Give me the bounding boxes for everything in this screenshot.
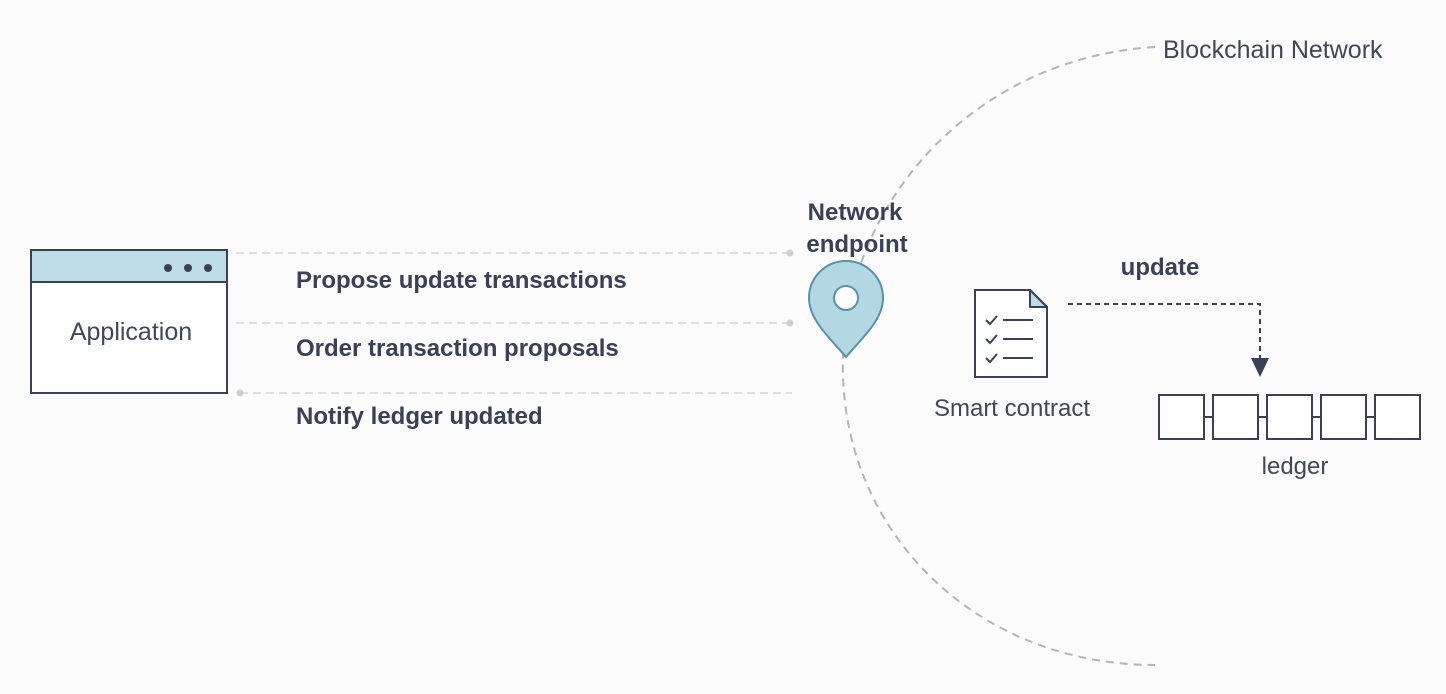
smart-contract-label: Smart contract: [934, 395, 1090, 422]
window-dot-icon: [164, 264, 172, 272]
network-boundary-arc: [841, 46, 1156, 666]
ledger-block: [1158, 394, 1205, 440]
ledger-block: [1212, 394, 1259, 440]
window-dot-icon: [184, 264, 192, 272]
arrow-head-icon: [1251, 358, 1269, 377]
flow-label-propose: Propose update transactions: [296, 267, 627, 294]
flow-line-endpoint-dot: [786, 319, 794, 327]
application-title-bar: [30, 249, 228, 283]
document-checklist-icon: [974, 289, 1048, 378]
flow-label-notify: Notify ledger updated: [296, 403, 543, 430]
flow-label-order: Order transaction proposals: [296, 335, 619, 362]
endpoint-label-line2: endpoint: [806, 231, 907, 258]
endpoint-label-line1: Network: [808, 199, 903, 226]
network-title: Blockchain Network: [1163, 36, 1383, 64]
location-pin-icon: [807, 260, 885, 359]
flow-line-start-dot: [236, 389, 244, 397]
window-dot-icon: [204, 264, 212, 272]
ledger-block: [1266, 394, 1313, 440]
flow-line-endpoint-dot: [786, 249, 794, 257]
update-label: update: [1121, 254, 1200, 281]
application-label: Application: [70, 318, 192, 346]
application-window: Application: [30, 249, 228, 394]
ledger-label: ledger: [1262, 453, 1329, 480]
ledger-chain: [1158, 394, 1421, 440]
ledger-block: [1320, 394, 1367, 440]
ledger-block: [1374, 394, 1421, 440]
update-arrow: [1068, 303, 1261, 360]
